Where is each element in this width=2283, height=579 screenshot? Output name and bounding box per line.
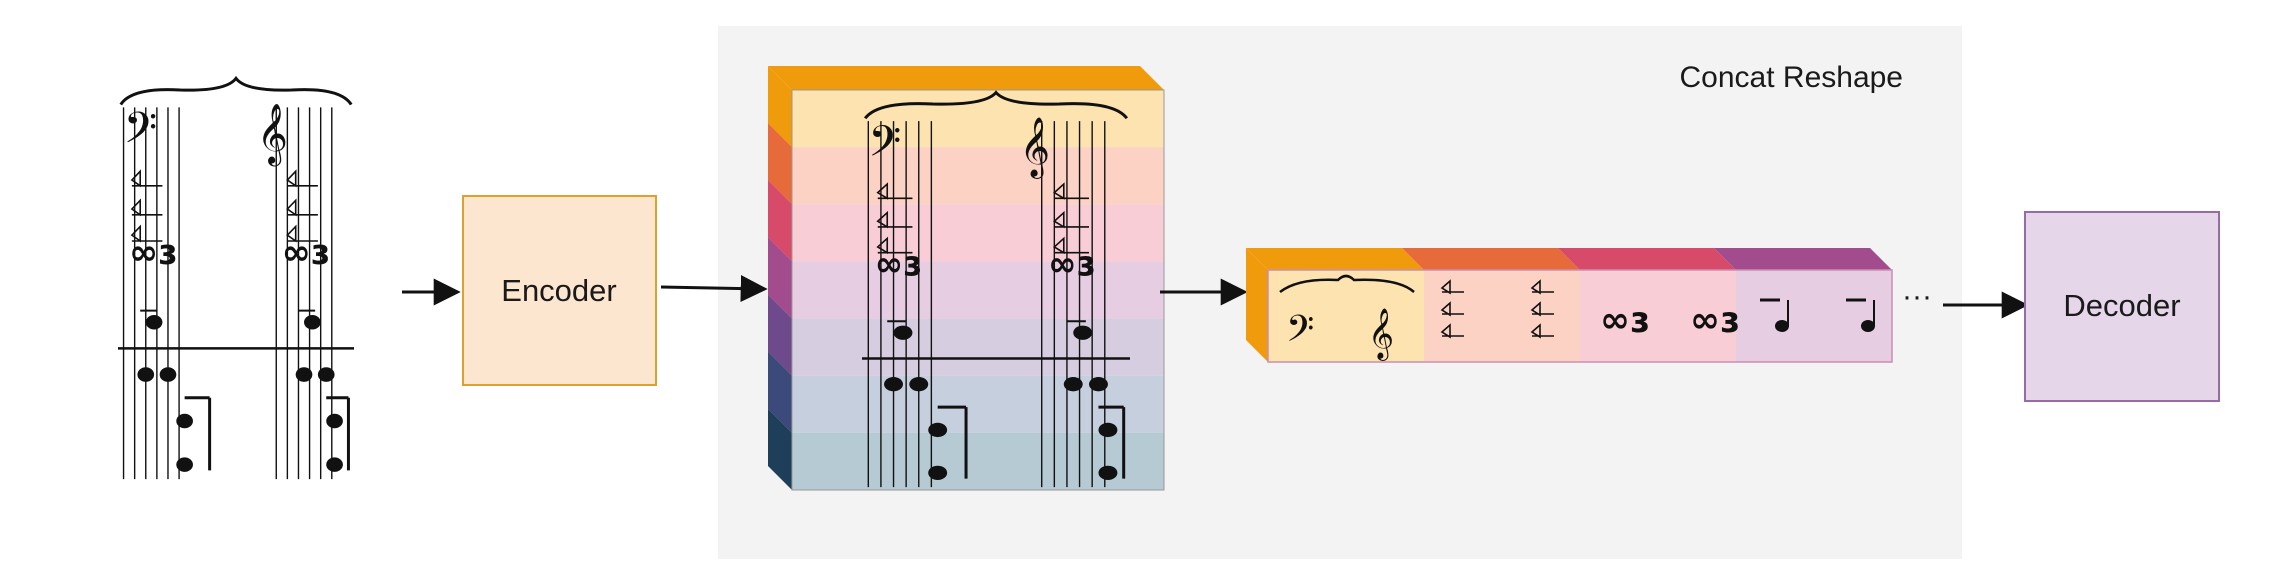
note-head [893, 325, 913, 340]
note-head [1063, 377, 1083, 392]
stack-band [792, 90, 1164, 148]
note-head [1089, 377, 1108, 392]
brace-mark [119, 75, 353, 106]
note-head [326, 457, 343, 472]
flag-mark [1530, 279, 1554, 295]
strip-segment-clefs: 𝄢𝄞 [1279, 274, 1415, 361]
note-head [909, 377, 929, 392]
concat-reshape-label: Concat Reshape [1680, 61, 1903, 94]
stack-band [792, 318, 1164, 376]
note-head [304, 315, 321, 330]
note-head [1098, 465, 1118, 480]
stack-side-band [768, 237, 792, 319]
treble-clef-mark: 𝄞 [1020, 117, 1050, 179]
continuation-dots: ··· [1902, 280, 1932, 313]
flag-mark [286, 169, 318, 188]
ornament-mark: ∞ɜ [282, 233, 330, 273]
strip-segment [1580, 270, 1736, 362]
encoder-box [462, 195, 657, 386]
flag-mark [1052, 210, 1090, 229]
note-head [159, 367, 177, 382]
flag-mark [876, 210, 913, 229]
stack-side-band [768, 66, 792, 148]
stack-band [792, 261, 1164, 319]
flag-mark [130, 169, 163, 188]
note-head [145, 315, 163, 330]
flag-mark [130, 198, 163, 217]
feature-map-stack: 𝄢 𝄞 ∞ɜ ∞ɜ [768, 66, 1165, 491]
note-head [884, 377, 903, 392]
stack-band [792, 204, 1164, 262]
flag-mark [1440, 323, 1464, 339]
flag-mark [1052, 182, 1090, 200]
stack-side-band [768, 351, 792, 433]
strip-top-face [1714, 248, 1892, 270]
stack-side-band [768, 180, 792, 262]
note-head [295, 367, 313, 382]
treble-clef-mark: 𝄞 [1368, 308, 1394, 361]
note-head [928, 465, 948, 480]
note-head [1775, 320, 1789, 332]
ornament-mark: ∞ɜ [875, 245, 922, 285]
music-score-icon: 𝄢 𝄞 ∞ɜ ∞ɜ [862, 90, 1130, 488]
note-head [317, 367, 335, 382]
note-head [1073, 325, 1093, 340]
strip-outline [1267, 269, 1893, 363]
brace-mark [863, 90, 1129, 120]
flag-mark [130, 224, 163, 243]
flag-mark [876, 182, 913, 200]
stack-side-band [768, 294, 792, 376]
brace-mark [1279, 274, 1415, 294]
treble-clef-mark: 𝄞 [257, 103, 288, 166]
bass-clef-mark: 𝄢 [1286, 308, 1314, 359]
stack-band [792, 432, 1164, 490]
flag-mark [1052, 236, 1090, 255]
decoder-box [2024, 211, 2220, 402]
strip-segment [1736, 270, 1892, 362]
strip-top-face [1246, 248, 1424, 270]
encoder-label: Encoder [501, 273, 616, 308]
ornament-mark: ∞ɜ [1048, 245, 1095, 285]
flag-mark [286, 224, 318, 243]
note-head [176, 457, 193, 472]
decoder-block: Decoder [2024, 211, 2220, 402]
note-head [326, 413, 343, 429]
ornament-mark: ∞ɜ [1690, 300, 1740, 341]
note-head [176, 413, 193, 429]
encoder-block: Encoder [462, 195, 657, 386]
note-head [1861, 320, 1875, 332]
bass-clef-mark: 𝄢 [868, 117, 901, 177]
bass-clef-mark: 𝄢 [124, 103, 158, 164]
note-head [1098, 422, 1118, 438]
ornament-mark: ∞ɜ [129, 233, 177, 273]
flag-mark [1530, 323, 1554, 339]
flag-mark [1440, 301, 1464, 317]
strip-side-face [1246, 248, 1268, 362]
ornament-mark: ∞ɜ [1600, 300, 1650, 341]
flag-mark [1440, 279, 1464, 295]
strip-top-face [1402, 248, 1580, 270]
flattened-feature-sequence: 𝄢𝄞∞ɜ∞ɜ [1246, 248, 1893, 363]
stack-side-band [768, 123, 792, 205]
note-head [928, 422, 948, 438]
input-score-image: 𝄢 𝄞 ∞ɜ ∞ɜ [118, 75, 354, 480]
strip-top-face [1558, 248, 1736, 270]
flag-mark [1530, 301, 1554, 317]
note-head [137, 367, 155, 382]
music-score-icon: 𝄢 𝄞 ∞ɜ ∞ɜ [118, 75, 354, 480]
decoder-label: Decoder [2063, 288, 2180, 323]
stack-outline [791, 89, 1165, 491]
arrow-right-icon [660, 275, 768, 303]
stack-band [792, 147, 1164, 205]
stack-side-band [768, 408, 792, 490]
flag-mark [876, 236, 913, 255]
stack-top-face [768, 66, 1164, 90]
flag-mark [286, 198, 318, 217]
